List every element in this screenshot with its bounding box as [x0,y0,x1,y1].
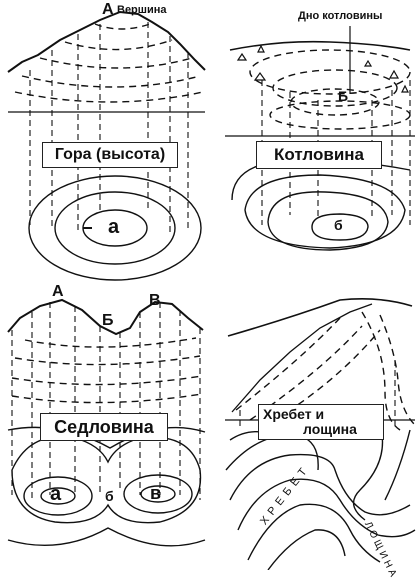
hill-summit-map-letter: а [108,216,119,239]
basin-title: Котловина [256,141,382,169]
saddle-peak-a-map-letter: а [50,483,61,506]
basin-bottom-map-letter: б [334,217,343,233]
hill-profile-contours [15,24,203,102]
ridge-title-line1: Хребет и [263,407,324,422]
saddle-pass-letter: Б [102,312,114,330]
basin-contour-rings [232,160,410,250]
saddle-peak-v-letter: В [149,292,161,310]
ridge-profile [228,299,412,336]
hill-summit-label: Вершина [117,4,166,16]
basin-panel-drawing [225,26,415,250]
saddle-profile-contours [12,338,202,403]
saddle-contour-rings [8,427,205,545]
basin-bottom-letter: Б [338,88,348,104]
saddle-title: Седловина [40,413,168,441]
hill-title: Гора (высота) [42,142,178,168]
basin-profile-contours [250,50,410,129]
ridge-crest [232,304,372,412]
saddle-peak-a-letter: А [52,283,64,301]
basin-profile [230,42,410,50]
basin-rocks [238,46,408,92]
hill-projection-lines [30,22,188,232]
ridge-title: Хребет и лощина [258,404,384,440]
basin-bottom-label: Дно котловины [298,10,382,22]
saddle-pass-map-letter: б [105,488,114,504]
hill-profile [8,12,205,72]
saddle-projection-lines [12,302,200,500]
ridge-title-line2: лощина [263,422,357,437]
saddle-peak-v-map-letter: в [150,483,161,504]
hill-summit-letter: А [102,1,114,19]
ridge-contour-lines [226,425,415,570]
